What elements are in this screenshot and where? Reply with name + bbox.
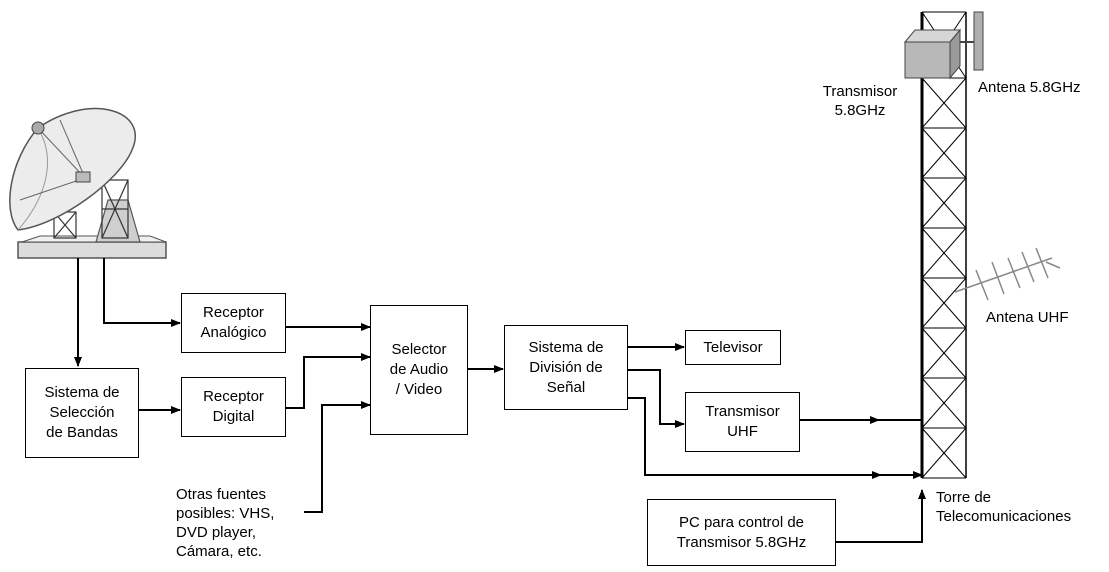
block-division-senal: Sistema de División de Señal: [504, 325, 628, 410]
label-transmisor-5.8ghz: Transmisor 5.8GHz: [822, 83, 898, 119]
telecom-tower-icon: [920, 11, 967, 479]
transmitter-5.8ghz-icon: [903, 28, 962, 80]
label-antena-5.8ghz: Antena 5.8GHz: [978, 79, 1081, 96]
block-receptor-analogico: Receptor Analógico: [181, 293, 286, 353]
block-seleccion-bandas: Sistema de Selección de Bandas: [25, 368, 139, 458]
block-transmisor-uhf: Transmisor UHF: [685, 392, 800, 452]
label-torre-telecomunicaciones: Torre de Telecomunicaciones: [936, 489, 1072, 525]
block-pc-control: PC para control de Transmisor 5.8GHz: [647, 499, 836, 566]
block-receptor-digital: Receptor Digital: [181, 377, 286, 437]
label-antena-uhf: Antena UHF: [986, 309, 1069, 326]
block-televisor: Televisor: [685, 330, 781, 365]
block-selector-audio-video: Selector de Audio / Video: [370, 305, 468, 435]
antenna-5.8ghz-icon: [960, 11, 984, 71]
antenna-uhf-icon: [954, 247, 1061, 301]
label-otras-fuentes: Otras fuentes posibles: VHS, DVD player,…: [176, 486, 275, 560]
satellite-dish-icon: [9, 107, 167, 259]
